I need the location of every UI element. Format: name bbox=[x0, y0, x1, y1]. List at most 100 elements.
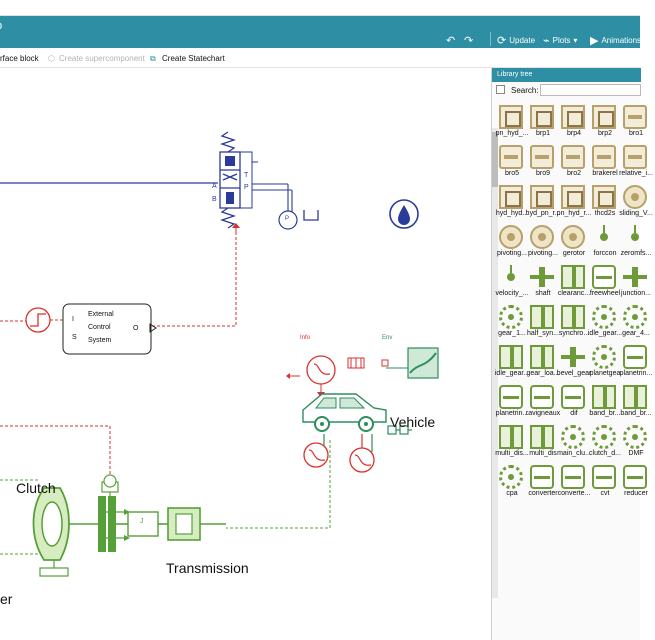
library-scrollbar[interactable] bbox=[492, 128, 498, 598]
library-item[interactable]: gear_4... bbox=[620, 302, 650, 342]
library-item[interactable]: velocity_... bbox=[495, 262, 529, 302]
library-item[interactable]: thcd2s bbox=[589, 182, 619, 222]
control-signal-line bbox=[150, 232, 237, 327]
library-item[interactable]: brp4 bbox=[558, 102, 588, 142]
converter-label: er bbox=[0, 591, 13, 607]
library-item[interactable]: pivoting... bbox=[496, 222, 527, 262]
library-item[interactable]: bevel_gear bbox=[557, 342, 591, 382]
library-item[interactable]: reducer bbox=[620, 462, 650, 502]
library-item[interactable]: hyd_pn_r... bbox=[526, 182, 560, 222]
vehicle-model bbox=[286, 347, 439, 473]
library-item[interactable]: brp2 bbox=[589, 102, 619, 142]
library-item-label: converte... bbox=[557, 490, 591, 497]
disc-component-icon bbox=[561, 225, 585, 249]
hyd2-component-icon bbox=[592, 145, 616, 169]
directional-valve bbox=[219, 151, 241, 209]
port-o-label: O bbox=[133, 325, 139, 332]
library-item[interactable]: synchro... bbox=[558, 302, 589, 342]
pressure-source-label: P bbox=[285, 216, 290, 222]
filter-icon[interactable] bbox=[496, 85, 505, 94]
library-item[interactable]: pivoting... bbox=[527, 222, 558, 262]
library-item[interactable]: cvt bbox=[589, 462, 619, 502]
library-item-label: planetrin... bbox=[495, 410, 529, 417]
library-item[interactable]: brp1 bbox=[527, 102, 557, 142]
create-supercomponent-button[interactable]: Create supercomponent bbox=[59, 54, 145, 63]
search-input[interactable] bbox=[540, 84, 641, 96]
library-item[interactable]: pn_hyd_... bbox=[496, 102, 528, 142]
library-item[interactable]: planetgea bbox=[589, 342, 620, 382]
library-item-label: bro1 bbox=[628, 130, 643, 137]
library-item[interactable]: bro9 bbox=[527, 142, 557, 182]
library-item[interactable]: dif bbox=[558, 382, 588, 422]
library-item[interactable]: freewheel bbox=[589, 262, 620, 302]
scrollbar-thumb[interactable] bbox=[492, 132, 498, 187]
library-item[interactable]: junction... bbox=[620, 262, 651, 302]
hyd-component-icon bbox=[530, 185, 554, 209]
dot-component-icon bbox=[623, 225, 647, 249]
library-item[interactable]: idle_gear... bbox=[495, 342, 529, 382]
hyd-component-icon bbox=[561, 185, 585, 209]
library-item[interactable]: ravigneaux bbox=[526, 382, 560, 422]
library-item[interactable]: band_br... bbox=[620, 382, 652, 422]
redo-button[interactable]: ↷ bbox=[464, 34, 473, 47]
library-item[interactable]: gear_loa... bbox=[526, 342, 560, 382]
library-item[interactable]: clearanc... bbox=[558, 262, 590, 302]
library-item[interactable]: main_clu... bbox=[557, 422, 591, 462]
library-item[interactable]: bro5 bbox=[496, 142, 526, 182]
gear-component-icon bbox=[561, 425, 585, 449]
top-strip bbox=[0, 0, 640, 16]
control-box-line1: External bbox=[88, 311, 114, 318]
library-item[interactable]: converte... bbox=[558, 462, 590, 502]
library-item-label: idle_gear... bbox=[587, 330, 623, 337]
library-item[interactable]: band_br... bbox=[589, 382, 621, 422]
pressure-source bbox=[278, 210, 298, 230]
library-item[interactable]: bro1 bbox=[620, 102, 650, 142]
gear-component-icon bbox=[592, 305, 616, 329]
clutch-plate bbox=[98, 496, 106, 552]
library-item[interactable]: pn_hyd_r... bbox=[557, 182, 591, 222]
undo-button[interactable]: ↶ bbox=[446, 34, 455, 47]
library-item[interactable]: multi_dis... bbox=[495, 422, 529, 462]
animation-button[interactable]: ▶Animations bbox=[590, 34, 641, 47]
animation-label: Animations bbox=[601, 36, 642, 45]
mech2-component-icon bbox=[623, 345, 647, 369]
library-item[interactable]: half_syn... bbox=[527, 302, 559, 342]
mech-component-icon bbox=[623, 385, 647, 409]
update-button[interactable]: ⟳Update bbox=[497, 34, 535, 47]
create-statechart-button[interactable]: Create Statechart bbox=[162, 54, 225, 63]
library-item[interactable]: gear_1... bbox=[496, 302, 526, 342]
library-item[interactable]: zeromfs... bbox=[620, 222, 651, 262]
library-item[interactable]: planetrin... bbox=[620, 342, 652, 382]
mech-component-icon bbox=[499, 425, 523, 449]
library-item[interactable]: bro2 bbox=[558, 142, 588, 182]
mech2-component-icon bbox=[592, 265, 616, 289]
library-item[interactable]: hyd_hyd... bbox=[496, 182, 528, 222]
mech2-component-icon bbox=[530, 385, 554, 409]
step-input-source bbox=[25, 307, 51, 333]
library-item[interactable]: shaft bbox=[527, 262, 557, 302]
library-item[interactable]: sliding_V... bbox=[619, 182, 653, 222]
library-item[interactable]: clutch_d... bbox=[589, 422, 621, 462]
library-item-label: multi_dis... bbox=[495, 450, 529, 457]
hyd-component-icon bbox=[561, 105, 585, 129]
gear-component-icon bbox=[592, 345, 616, 369]
library-item[interactable]: idle_gear... bbox=[588, 302, 622, 342]
library-item[interactable]: forccon bbox=[589, 222, 619, 262]
hydraulic-properties-icon bbox=[389, 199, 419, 229]
library-item[interactable]: gerotor bbox=[558, 222, 588, 262]
plots-button[interactable]: ⌁Plots▾ bbox=[543, 34, 577, 47]
library-item[interactable]: multi_dis bbox=[527, 422, 557, 462]
library-item[interactable]: DMF bbox=[620, 422, 650, 462]
mech2-component-icon bbox=[561, 465, 585, 489]
library-item-label: idle_gear... bbox=[494, 370, 530, 377]
library-item[interactable]: converter bbox=[527, 462, 558, 502]
library-item[interactable]: brakerel bbox=[589, 142, 619, 182]
library-item-label: planetgea bbox=[589, 370, 621, 377]
library-item[interactable]: relative_i... bbox=[619, 142, 653, 182]
library-item-label: dif bbox=[570, 410, 578, 417]
library-item[interactable]: cpa bbox=[496, 462, 526, 502]
sketch-canvas[interactable]: A B T P P I S O External Control System … bbox=[0, 68, 490, 640]
interface-block-button[interactable]: rface block bbox=[0, 54, 39, 63]
library-item-label: reducer bbox=[624, 490, 648, 497]
library-item[interactable]: planetrin... bbox=[496, 382, 528, 422]
